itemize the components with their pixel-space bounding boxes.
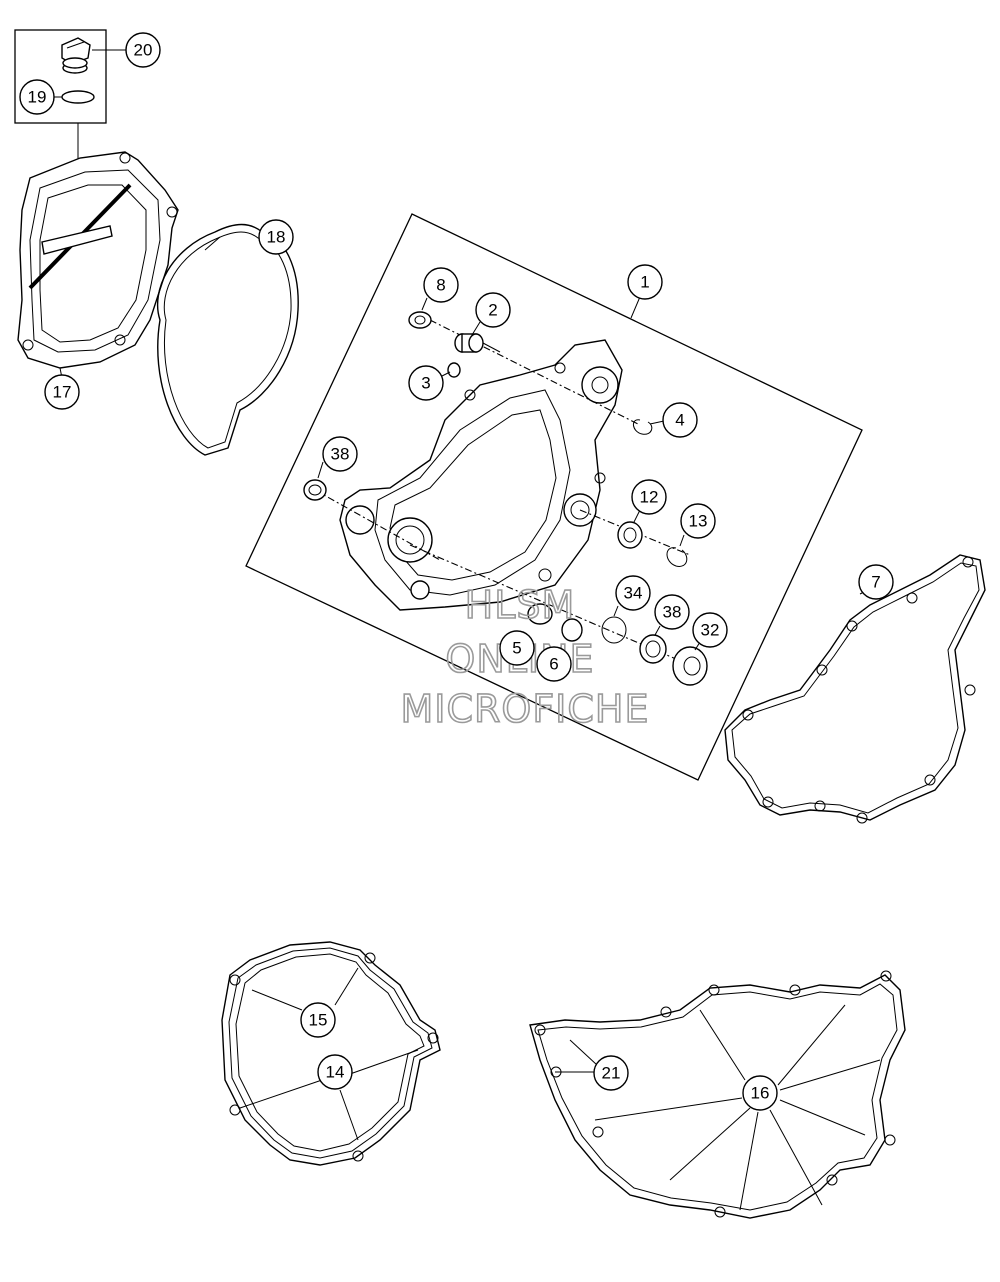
callout-6[interactable]: 6 (536, 646, 572, 682)
svg-text:17: 17 (53, 383, 72, 402)
svg-text:2: 2 (488, 301, 497, 320)
watermark-line-3: MICROFICHE (400, 687, 649, 731)
callout-4[interactable]: 4 (662, 402, 698, 438)
svg-text:38: 38 (331, 445, 350, 464)
seal-ring-8[interactable] (408, 311, 432, 329)
oil-plug-inset (14, 29, 128, 160)
callout-32[interactable]: 32 (692, 612, 728, 648)
callout-21[interactable]: 21 (593, 1055, 629, 1091)
needle-bearing-5[interactable] (527, 603, 553, 625)
svg-text:20: 20 (134, 41, 153, 60)
oil-filler-plug[interactable] (61, 37, 91, 74)
callout-18[interactable]: 18 (258, 219, 294, 255)
svg-text:14: 14 (326, 1063, 345, 1082)
inner-clutch-cover[interactable] (339, 339, 623, 611)
svg-text:18: 18 (267, 228, 286, 247)
svg-text:3: 3 (421, 374, 430, 393)
svg-text:4: 4 (675, 411, 684, 430)
svg-text:13: 13 (689, 512, 708, 531)
callout-2[interactable]: 2 (475, 292, 511, 328)
watermark-line-1: HLSM (465, 583, 576, 627)
clutch-cover-gasket-18[interactable] (156, 223, 299, 456)
callout-12[interactable]: 12 (631, 479, 667, 515)
ignition-cover-gasket-16[interactable] (529, 970, 906, 1219)
callout-15[interactable]: 15 (300, 1002, 336, 1038)
callout-7[interactable]: 7 (858, 564, 894, 600)
svg-text:12: 12 (640, 488, 659, 507)
callouts: 1 2 3 4 5 6 7 8 12 13 14 15 16 17 18 19 … (19, 32, 894, 1111)
callout-34[interactable]: 34 (615, 575, 651, 611)
callout-3[interactable]: 3 (408, 365, 444, 401)
label-leaders (59, 236, 869, 651)
plug-2[interactable] (454, 333, 501, 353)
svg-text:8: 8 (436, 276, 445, 295)
svg-text:15: 15 (309, 1011, 328, 1030)
circlip-4[interactable] (633, 419, 653, 435)
shaft-seal-38a[interactable] (303, 479, 327, 501)
o-ring-3[interactable] (447, 362, 461, 378)
callout-16[interactable]: 16 (742, 1075, 778, 1111)
callout-19[interactable]: 19 (19, 79, 55, 115)
svg-text:19: 19 (28, 88, 47, 107)
callout-38b[interactable]: 38 (654, 594, 690, 630)
leader-lines-16-21 (555, 1004, 881, 1211)
leader-lines-14-15 (239, 967, 419, 1141)
o-ring-6[interactable] (561, 618, 583, 642)
callout-1[interactable]: 1 (627, 264, 663, 300)
svg-text:34: 34 (624, 584, 643, 603)
callout-38a[interactable]: 38 (322, 436, 358, 472)
svg-text:38: 38 (663, 603, 682, 622)
callout-5[interactable]: 5 (499, 630, 535, 666)
bearing-12[interactable] (617, 521, 643, 549)
clutch-cover-gasket-7[interactable] (724, 554, 986, 824)
callout-8[interactable]: 8 (423, 267, 459, 303)
svg-text:7: 7 (871, 573, 880, 592)
clutch-cover-gasket-14[interactable] (221, 941, 441, 1166)
shaft-seal-38b[interactable] (639, 634, 667, 664)
svg-text:6: 6 (549, 655, 558, 674)
svg-text:32: 32 (701, 621, 720, 640)
circlip-34[interactable] (601, 616, 627, 644)
circlip-13[interactable] (666, 547, 688, 567)
oil-plug-o-ring[interactable] (61, 90, 95, 104)
callout-20[interactable]: 20 (125, 32, 161, 68)
watermark: HLSM ONLINE MICROFICHE (400, 582, 650, 732)
svg-text:21: 21 (602, 1064, 621, 1083)
callout-13[interactable]: 13 (680, 503, 716, 539)
svg-text:16: 16 (751, 1084, 770, 1103)
svg-text:5: 5 (512, 639, 521, 658)
callout-17[interactable]: 17 (44, 374, 80, 410)
svg-text:1: 1 (640, 273, 649, 292)
callout-14[interactable]: 14 (317, 1054, 353, 1090)
ball-bearing-32[interactable] (672, 646, 708, 686)
clutch-cover-outer[interactable] (17, 151, 179, 369)
